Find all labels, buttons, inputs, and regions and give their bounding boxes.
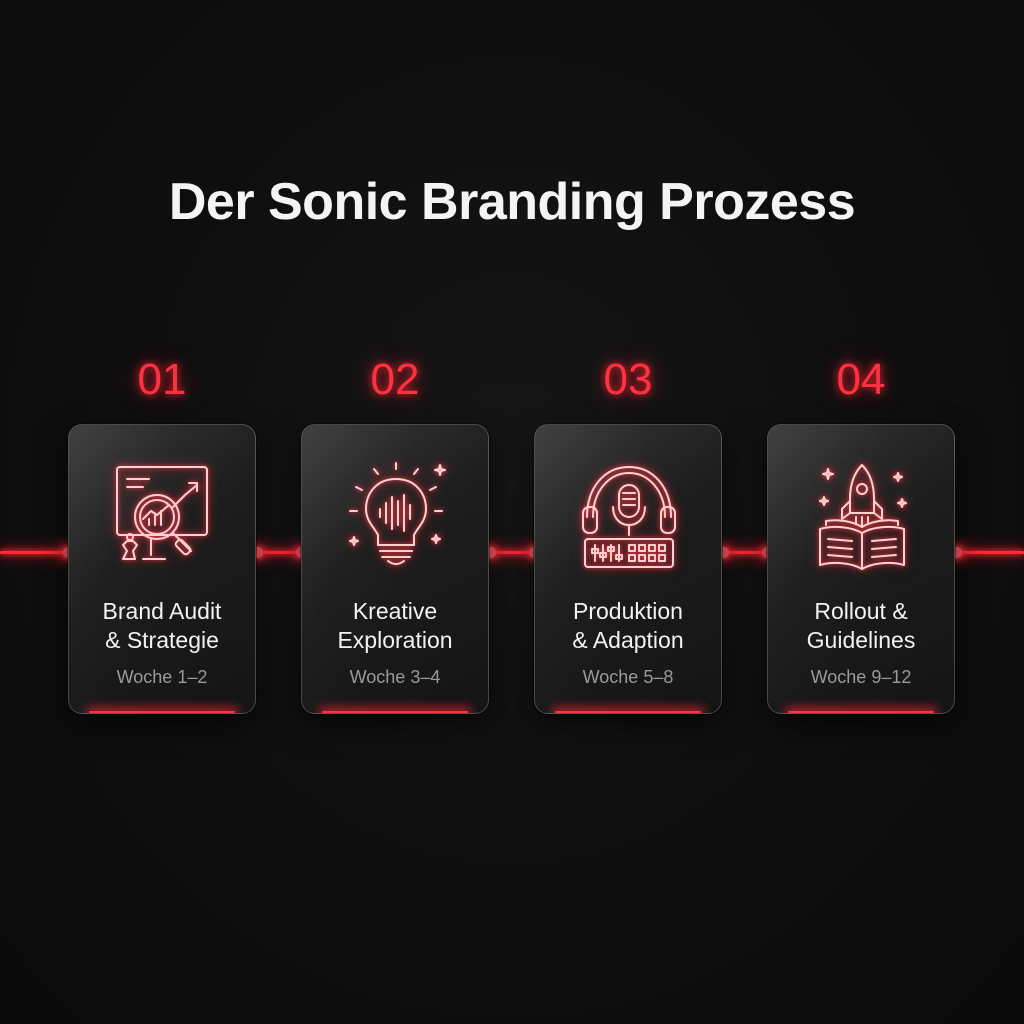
step-title: Brand Audit & Strategie	[69, 597, 255, 655]
step-title-line: Kreative	[352, 598, 438, 624]
step-title: Kreative Exploration	[302, 597, 488, 655]
step-title: Produktion & Adaption	[535, 597, 721, 655]
page-title: Der Sonic Branding Prozess	[168, 173, 856, 231]
timeline-segment	[0, 551, 68, 554]
step-card-kreative-exploration: Kreative Exploration Woche 3–4	[301, 424, 489, 714]
card-glow-line	[89, 711, 235, 713]
timeline-dot	[484, 547, 496, 558]
card-glow-line	[788, 711, 934, 713]
step-number: 03	[603, 355, 653, 404]
step-duration: Woche 3–4	[349, 667, 441, 687]
step-title-line: Exploration	[337, 627, 453, 653]
step-duration: Woche 5–8	[582, 667, 674, 687]
step-title-line: Rollout &	[814, 598, 908, 624]
timeline-dot	[950, 547, 962, 558]
timeline-dot	[717, 547, 729, 558]
timeline-segment	[956, 551, 1024, 554]
lightbulb-soundwave-icon	[346, 461, 446, 573]
step-title-line: & Adaption	[572, 627, 684, 653]
audit-magnifier-chart-icon	[113, 461, 213, 573]
step-title-line: & Strategie	[105, 627, 219, 653]
timeline-segment	[490, 551, 534, 554]
step-title-line: Produktion	[573, 598, 683, 624]
step-duration: Woche 1–2	[116, 667, 208, 687]
timeline-segment	[723, 551, 767, 554]
step-title-line: Guidelines	[806, 627, 916, 653]
rocket-book-icon	[812, 461, 912, 573]
step-card-brand-audit: Brand Audit & Strategie Woche 1–2	[68, 424, 256, 714]
step-number: 02	[370, 355, 420, 404]
step-number: 01	[137, 355, 187, 404]
step-number: 04	[836, 355, 886, 404]
step-card-rollout-guidelines: Rollout & Guidelines Woche 9–12	[767, 424, 955, 714]
step-duration: Woche 9–12	[810, 667, 912, 687]
timeline-segment	[257, 551, 301, 554]
step-title-line: Brand Audit	[102, 598, 222, 624]
step-title: Rollout & Guidelines	[768, 597, 954, 655]
headphones-mixer-icon	[579, 461, 679, 573]
step-card-produktion-adaption: Produktion & Adaption Woche 5–8	[534, 424, 722, 714]
card-glow-line	[555, 711, 701, 713]
timeline-dot	[251, 547, 263, 558]
card-glow-line	[322, 711, 468, 713]
